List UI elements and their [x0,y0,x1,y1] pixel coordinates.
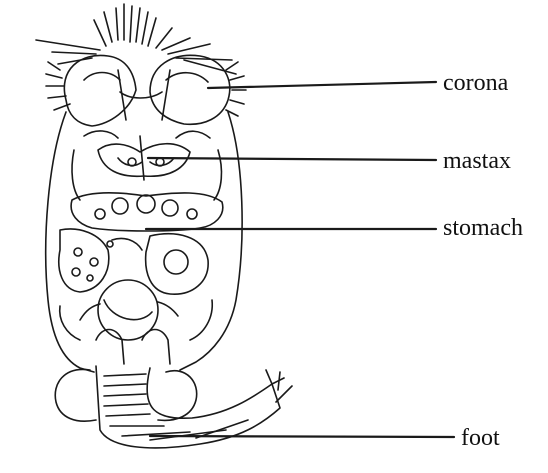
corona-pointer [208,82,436,88]
foot-pointer [150,436,454,437]
mastax-label: mastax [443,149,511,173]
pointer-lines [146,82,454,437]
stomach-structure [59,193,223,294]
mastax-structure [72,131,221,200]
corona-cilia [36,4,246,116]
corona-label: corona [443,71,508,95]
body-outline [46,112,242,372]
foot-label: foot [461,426,500,450]
stomach-label: stomach [443,216,523,240]
lower-body [60,280,213,364]
mastax-pointer [148,158,436,160]
